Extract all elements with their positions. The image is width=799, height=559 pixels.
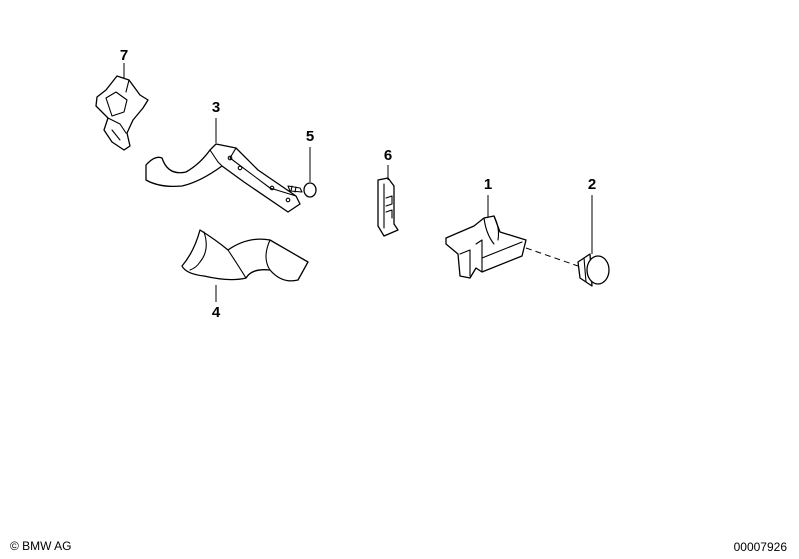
part-2-rivet bbox=[577, 253, 610, 287]
part-6-clip bbox=[377, 177, 399, 237]
callout-6: 6 bbox=[383, 147, 393, 164]
callout-2: 2 bbox=[587, 176, 597, 193]
part-3-bracket bbox=[145, 143, 301, 213]
callout-7: 7 bbox=[119, 47, 129, 64]
assembly-line bbox=[525, 247, 579, 267]
copyright-text: © BMW AG bbox=[10, 539, 72, 553]
document-number: 00007926 bbox=[733, 540, 787, 554]
part-4-cover bbox=[181, 229, 309, 282]
part-5-screw bbox=[287, 182, 317, 198]
part-7-bracket bbox=[95, 75, 149, 151]
callout-5: 5 bbox=[305, 128, 315, 145]
callout-1: 1 bbox=[483, 176, 493, 193]
callout-4: 4 bbox=[211, 304, 221, 321]
callout-3: 3 bbox=[211, 99, 221, 116]
part-1-holder bbox=[445, 215, 527, 279]
